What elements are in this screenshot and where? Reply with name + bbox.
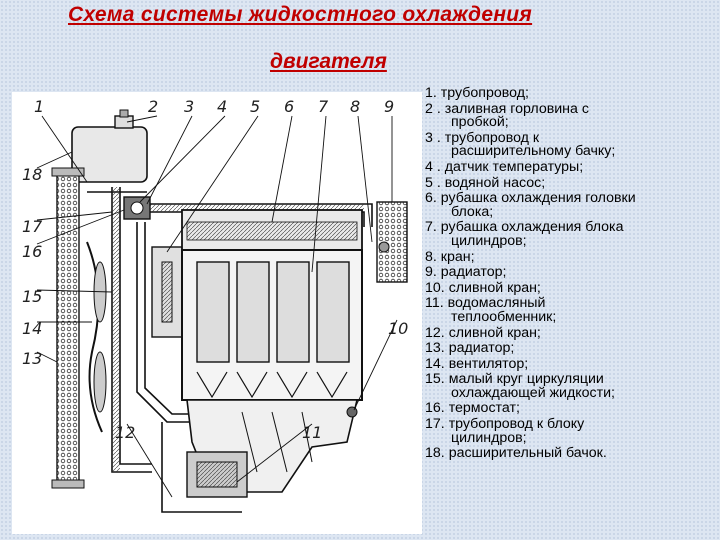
legend-item: 1. трубопровод;: [425, 85, 529, 101]
callout-4: 4: [217, 97, 227, 116]
callout-18: 18: [22, 165, 42, 184]
callout-14: 14: [22, 319, 42, 338]
callout-1: 1: [34, 97, 44, 116]
title-line-1: Схема системы жидкостного охлаждения: [68, 3, 533, 26]
callout-3: 3: [184, 97, 194, 116]
legend-item: 16. термостат;: [425, 400, 520, 417]
callout-10: 10: [388, 319, 408, 338]
legend-item: 18. расширительный бачок.: [425, 445, 607, 462]
callout-numbers: 1 2 3 4 5 6 7 8 9 10 11 12 13 14 15 16 1…: [22, 97, 408, 442]
legend-item: 10. сливной кран;: [425, 279, 541, 296]
callout-6: 6: [284, 97, 294, 116]
callout-2: 2: [148, 97, 158, 116]
callout-11: 11: [302, 423, 322, 442]
thermostat: [123, 196, 151, 220]
legend-item: 12. сливной кран;: [425, 324, 541, 341]
callout-16: 16: [22, 242, 42, 261]
fan: [86, 241, 107, 433]
callout-5: 5: [250, 97, 260, 116]
callout-7: 7: [318, 97, 329, 116]
legend-item: 9. радиатор;: [425, 264, 507, 281]
legend-item: 14. вентилятор;: [425, 355, 529, 372]
drain-cock: [346, 406, 358, 418]
right-radiator: [376, 201, 408, 283]
callout-8: 8: [350, 97, 360, 116]
callout-15: 15: [22, 287, 42, 306]
callout-9: 9: [384, 97, 394, 116]
expansion-tank: [71, 109, 148, 183]
legend-item: 8. кран;: [425, 248, 475, 265]
engine-block: [181, 249, 363, 401]
callout-12: 12: [115, 423, 135, 442]
leader-lines: [36, 115, 398, 498]
cylinder-head-jacket: [181, 209, 363, 251]
oil-heat-exchanger: [186, 451, 248, 498]
legend-item: 5 . водяной насос;: [425, 174, 546, 191]
pipe-hatch-top: [147, 204, 364, 212]
callout-13: 13: [22, 349, 42, 368]
pipe-hatch-left: [112, 187, 120, 472]
water-pump: [151, 246, 183, 338]
legend-item: 13. радиатор;: [425, 340, 515, 357]
engine-cooling-diagram: 1 2 3 4 5 6 7 8 9 10 11 12 13 14 15 16 1…: [12, 92, 422, 534]
legend-list: 1. трубопровод; 2 . заливная горловина с…: [425, 85, 717, 462]
title-line-2: двигателя: [270, 50, 387, 73]
left-radiator: [51, 167, 85, 489]
callout-17: 17: [22, 217, 43, 236]
legend-item: 4 . датчик температуры;: [425, 158, 584, 175]
